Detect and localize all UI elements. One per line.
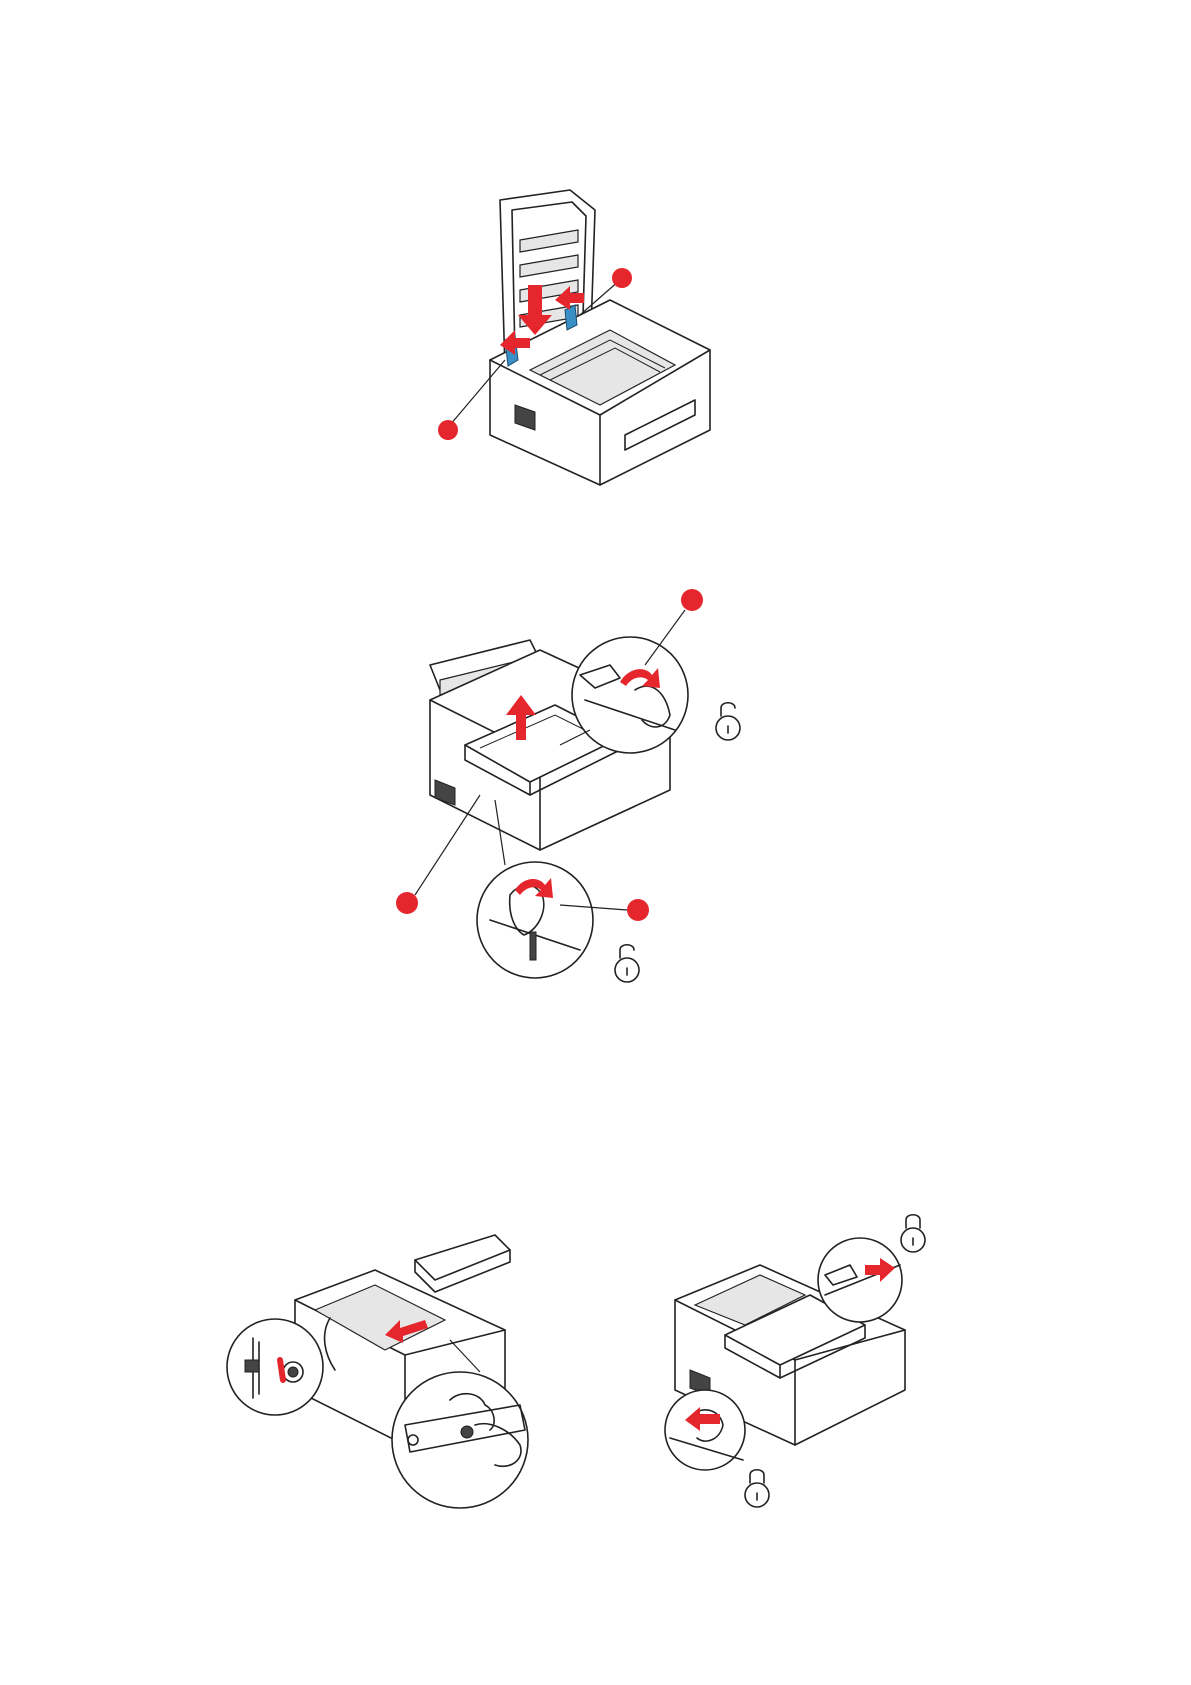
zoom-lock-bottom bbox=[665, 1390, 745, 1470]
figure-printer-open-insert bbox=[460, 180, 720, 490]
callout-marker bbox=[438, 420, 458, 440]
lock-icon bbox=[901, 1215, 925, 1252]
callout-marker bbox=[627, 899, 649, 921]
unlock-icon bbox=[615, 945, 639, 982]
belt-unit bbox=[415, 1235, 510, 1280]
figure-printer-lock-belt bbox=[665, 1280, 925, 1510]
zoom-lock-top bbox=[818, 1238, 902, 1322]
unlock-icon bbox=[716, 703, 740, 740]
callout-marker bbox=[612, 268, 632, 288]
zoom-latch-top bbox=[572, 637, 688, 753]
callout-marker bbox=[396, 892, 418, 914]
figure-belt-installation bbox=[235, 1280, 555, 1525]
lock-icon bbox=[745, 1470, 769, 1507]
latch-right bbox=[565, 305, 577, 330]
zoom-detail-left bbox=[227, 1319, 323, 1415]
figure-printer-lift-belt bbox=[420, 620, 780, 980]
callout-marker bbox=[681, 589, 703, 611]
